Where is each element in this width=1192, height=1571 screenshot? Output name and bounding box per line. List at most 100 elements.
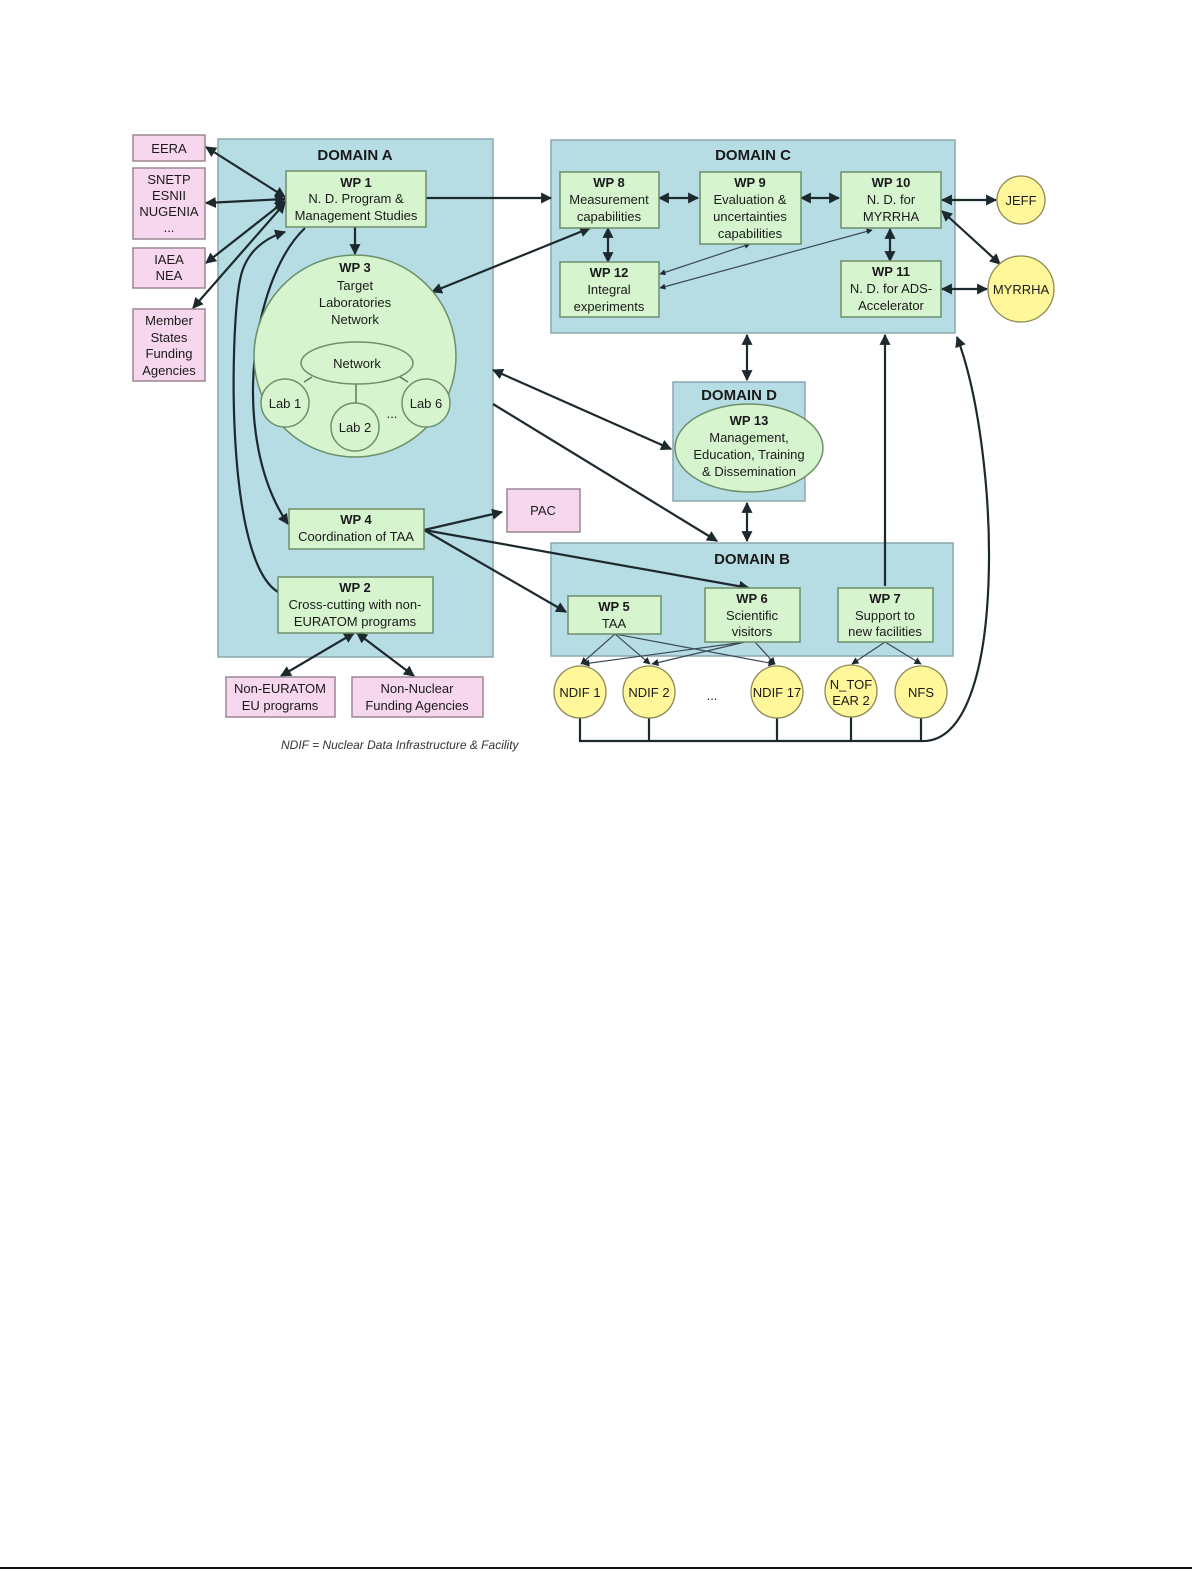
- wp9-box: WP 9 Evaluation & uncertainties capabili…: [699, 171, 802, 245]
- svg-text:WP 6: WP 6: [736, 591, 768, 606]
- edge-wp5-ndif1: [580, 633, 616, 665]
- edge-doma-domd: [491, 368, 673, 451]
- svg-text:IAEA: IAEA: [154, 252, 184, 267]
- lab-ellipsis: ...: [387, 406, 398, 421]
- edge-wp10-myrrha: [941, 210, 1001, 265]
- wp4-box: WP 4 Coordination of TAA: [288, 508, 425, 550]
- wp3-lab-network: WP 3 Target Laboratories Network Network…: [253, 254, 457, 458]
- svg-text:N. D. Program &: N. D. Program &: [308, 191, 404, 206]
- svg-text:NUGENIA: NUGENIA: [139, 204, 199, 219]
- facility-ndif2: NDIF 2: [622, 665, 676, 719]
- svg-text:Target: Target: [337, 278, 374, 293]
- wp13-ellipse: WP 13 Management, Education, Training & …: [674, 403, 824, 493]
- facility-jeff: JEFF: [996, 175, 1046, 225]
- svg-text:Lab 2: Lab 2: [339, 420, 372, 435]
- svg-text:EURATOM programs: EURATOM programs: [294, 614, 417, 629]
- svg-text:N. D. for ADS-: N. D. for ADS-: [850, 281, 932, 296]
- svg-text:Scientific: Scientific: [726, 608, 779, 623]
- svg-text:experiments: experiments: [574, 299, 645, 314]
- svg-text:uncertainties: uncertainties: [713, 209, 787, 224]
- svg-text:MYRRHA: MYRRHA: [993, 282, 1050, 297]
- svg-text:...: ...: [164, 220, 175, 235]
- wp5-box: WP 5 TAA: [567, 595, 662, 635]
- svg-text:& Dissemination: & Dissemination: [702, 464, 796, 479]
- svg-text:WP 3: WP 3: [339, 260, 371, 275]
- wp12-box: WP 12 Integral experiments: [559, 261, 660, 318]
- svg-text:MYRRHA: MYRRHA: [863, 209, 920, 224]
- edge-doma-domb: [492, 403, 718, 542]
- svg-text:Management Studies: Management Studies: [295, 208, 418, 223]
- svg-text:Education, Training: Education, Training: [693, 447, 804, 462]
- svg-text:WP 1: WP 1: [340, 175, 372, 190]
- edge-wp5-ndif2: [614, 633, 651, 665]
- svg-text:WP 7: WP 7: [869, 591, 901, 606]
- edge-wp4-pac: [423, 508, 504, 532]
- svg-text:Measurement: Measurement: [569, 192, 649, 207]
- wp10-box: WP 10 N. D. for MYRRHA: [840, 171, 942, 229]
- domain-b-title: DOMAIN B: [714, 551, 790, 568]
- svg-text:Funding Agencies: Funding Agencies: [365, 698, 469, 713]
- edge-wp8-wp3: [430, 226, 592, 294]
- ndif-ellipsis: ...: [707, 688, 718, 703]
- external-iaea-nea: IAEA NEA: [132, 247, 206, 289]
- svg-text:N. D. for: N. D. for: [867, 192, 916, 207]
- wp7-box: WP 7 Support to new facilities: [837, 587, 934, 643]
- edge-ndif-bus-to-domc: [920, 335, 991, 743]
- svg-text:Lab 6: Lab 6: [410, 396, 443, 411]
- svg-text:TAA: TAA: [602, 616, 627, 631]
- edge-wp4-wp6: [423, 528, 751, 592]
- edge-wp6-ndif17: [754, 641, 776, 665]
- external-eera: EERA: [132, 134, 206, 162]
- svg-text:PAC: PAC: [530, 503, 556, 518]
- svg-text:WP 4: WP 4: [340, 512, 372, 527]
- edge-wp2-nonnuclear: [356, 632, 415, 677]
- edge-wp7-nfs: [884, 641, 922, 665]
- edge-wp7-ntof: [851, 641, 886, 665]
- edge-wp6-ndif2: [651, 641, 746, 667]
- svg-text:N_TOF: N_TOF: [830, 677, 872, 692]
- network-hub: [300, 341, 414, 385]
- svg-text:new facilities: new facilities: [848, 624, 922, 639]
- external-snetp-esnii-nugenia: SNETP ESNII NUGENIA ...: [132, 167, 206, 240]
- svg-text:NDIF 17: NDIF 17: [753, 685, 801, 700]
- svg-text:Accelerator: Accelerator: [858, 298, 924, 313]
- wp2-box: WP 2 Cross-cutting with non- EURATOM pro…: [277, 576, 434, 634]
- facility-nfs: NFS: [894, 665, 948, 719]
- svg-text:capabilities: capabilities: [577, 209, 642, 224]
- svg-text:capabilities: capabilities: [718, 226, 783, 241]
- edge-wp2-wp1-curve: [232, 229, 287, 593]
- footnote-ndif-definition: NDIF = Nuclear Data Infrastructure & Fac…: [281, 738, 520, 752]
- svg-text:Non-Nuclear: Non-Nuclear: [381, 681, 455, 696]
- wp8-box: WP 8 Measurement capabilities: [559, 171, 660, 229]
- svg-text:Funding: Funding: [146, 346, 193, 361]
- svg-text:Laboratories: Laboratories: [319, 295, 392, 310]
- facility-ndif1: NDIF 1: [553, 665, 607, 719]
- svg-text:WP 9: WP 9: [734, 175, 766, 190]
- svg-text:States: States: [151, 330, 188, 345]
- domain-c-title: DOMAIN C: [715, 147, 791, 164]
- svg-text:Non-EURATOM: Non-EURATOM: [234, 681, 326, 696]
- external-pac: PAC: [506, 488, 581, 533]
- svg-text:EERA: EERA: [151, 141, 187, 156]
- domain-d-title: DOMAIN D: [701, 387, 777, 404]
- svg-text:Lab 1: Lab 1: [269, 396, 302, 411]
- svg-text:JEFF: JEFF: [1005, 193, 1036, 208]
- svg-text:Agencies: Agencies: [142, 363, 196, 378]
- edge-wp4-wp5: [423, 529, 567, 613]
- svg-text:SNETP: SNETP: [147, 172, 190, 187]
- svg-text:EU programs: EU programs: [242, 698, 319, 713]
- svg-text:Management,: Management,: [709, 430, 789, 445]
- svg-text:Integral: Integral: [587, 282, 630, 297]
- svg-text:NDIF 1: NDIF 1: [559, 685, 600, 700]
- svg-text:WP 11: WP 11: [872, 264, 910, 279]
- external-member-states: Member States Funding Agencies: [132, 308, 206, 382]
- svg-text:Support to: Support to: [855, 608, 915, 623]
- svg-text:WP 10: WP 10: [872, 175, 911, 190]
- svg-text:EAR 2: EAR 2: [832, 693, 870, 708]
- external-non-nuclear: Non-Nuclear Funding Agencies: [351, 676, 484, 718]
- lab-2-node: [330, 402, 380, 452]
- external-non-euratom: Non-EURATOM EU programs: [225, 676, 336, 718]
- lab-6-node: [401, 378, 451, 428]
- facility-ndif17: NDIF 17: [750, 665, 804, 719]
- svg-text:Network: Network: [333, 356, 381, 371]
